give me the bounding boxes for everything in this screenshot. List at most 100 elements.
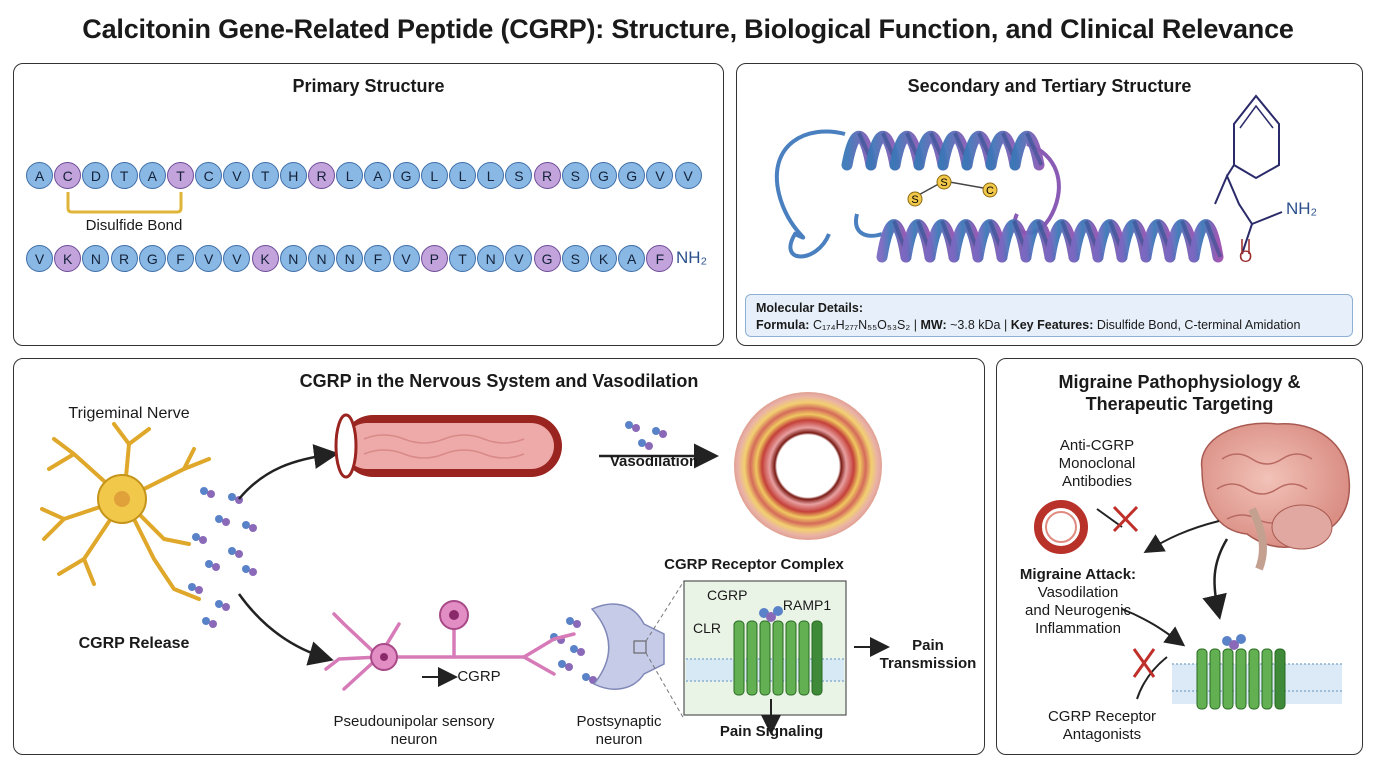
amino-acid-residue: R: [533, 162, 561, 189]
transmembrane-helix: [798, 620, 810, 696]
cgrp-molecule: [570, 645, 578, 653]
amino-acid-residue: N: [477, 245, 505, 272]
amino-acid-residue: G: [392, 162, 420, 189]
migraine-illustration: [1034, 422, 1351, 710]
amino-acid-residue: G: [138, 245, 166, 272]
cgrp-molecule: [577, 648, 585, 656]
amino-acid-residue: L: [420, 162, 448, 189]
cgrp-molecule: [558, 660, 566, 668]
disulfide-s2-label: S: [940, 177, 947, 189]
transmembrane-helix: [1248, 648, 1260, 710]
cgrp-molecule: [188, 583, 196, 591]
formula-value: C₁₇₄H₂₇₇N₅₅O₅₃S₂: [812, 318, 911, 332]
amino-acid-residue: A: [138, 162, 166, 189]
amino-acid-residue: G: [618, 162, 646, 189]
amino-acid-residue: V: [223, 245, 251, 272]
amino-acid-residue: V: [646, 162, 674, 189]
pain-transmission-line-1: Pain: [912, 637, 944, 654]
amino-acid-residue: F: [167, 245, 194, 272]
amino-acid-residue: R: [308, 162, 335, 189]
transmembrane-helix: [1235, 648, 1247, 710]
molecular-details-heading: Molecular Details:: [756, 301, 863, 315]
c-terminus-label: NH₂: [676, 248, 708, 267]
mw-value: ~3.8 kDa: [950, 318, 1001, 332]
cgrp-molecule: [205, 560, 213, 568]
receptor-antagonists-label: CGRP Receptor Antagonists: [1027, 708, 1177, 744]
disulfide-bond-bracket: [66, 192, 183, 214]
migraine-title: Migraine Pathophysiology & Therapeutic T…: [997, 371, 1362, 415]
transmembrane-helix: [785, 620, 797, 696]
amino-acid-residue: L: [449, 162, 476, 189]
pain-transmission-label: Pain Transmission: [878, 637, 978, 673]
transmembrane-helix: [1222, 648, 1234, 710]
vessel-ring-icon: [1034, 500, 1088, 554]
cgrp-molecule: [573, 620, 581, 628]
amino-acid-residue: S: [561, 162, 589, 189]
migraine-attack-line-3: and Neurogenic: [1025, 602, 1131, 619]
cgrp-molecule: [632, 424, 640, 432]
pseudounipolar-neuron-icon: [324, 612, 576, 691]
trigeminal-nerve-label: Trigeminal Nerve: [68, 405, 190, 422]
inhibit-antagonist-icon: [1132, 648, 1156, 678]
amino-acid-residue: V: [392, 245, 420, 272]
pseudounipolar-line-1: Pseudounipolar sensory: [333, 713, 495, 730]
anti-cgrp-label: Anti-CGRP Monoclonal Antibodies: [1037, 437, 1157, 491]
pseudounipolar-line-2: neuron: [390, 731, 438, 748]
amino-acid-residue: K: [54, 245, 82, 272]
amino-acid-residue: G: [590, 162, 617, 189]
cgrp-molecule: [582, 673, 590, 681]
cgrp-molecule: [222, 518, 230, 526]
cgrp-molecule: [192, 533, 200, 541]
migraine-title-line-2: Therapeutic Targeting: [1085, 394, 1274, 414]
antagonists-line-1: CGRP Receptor: [1047, 708, 1157, 725]
separator: |: [1003, 318, 1008, 332]
amino-acid-residue: H: [279, 162, 307, 189]
cgrp-molecule: [242, 521, 250, 529]
blood-vessel-icon: [334, 413, 562, 479]
transmembrane-helix: [1196, 648, 1208, 710]
nervous-system-title: CGRP in the Nervous System and Vasodilat…: [299, 371, 699, 391]
nh2-label: NH₂: [1286, 199, 1317, 218]
cgrp-molecule: [195, 586, 203, 594]
postsynaptic-line-2: neuron: [595, 731, 643, 748]
amino-acid-residue: F: [646, 245, 674, 272]
cgrp-molecule: [659, 430, 667, 438]
oxygen-label: O: [1239, 247, 1252, 266]
molecular-details-line: Formula: C₁₇₄H₂₇₇N₅₅O₅₃S₂ | MW: ~3.8 kDa…: [756, 317, 1342, 334]
nervous-system-panel: CGRP in the Nervous System and Vasodilat…: [13, 358, 985, 755]
amino-acid-residue: C: [54, 162, 82, 189]
brain-icon: [1200, 422, 1351, 571]
transmembrane-helix: [1261, 648, 1273, 710]
cgrp-molecule: [638, 439, 646, 447]
antagonists-line-2: Antagonists: [1062, 726, 1142, 743]
cgrp-molecule: [625, 421, 633, 429]
amino-acid-residue: N: [308, 245, 335, 272]
cgrp-molecule: [212, 563, 220, 571]
bound-cgrp-ligand: [766, 612, 776, 622]
cgrp-molecule: [565, 663, 573, 671]
helix-bottom: [876, 219, 1224, 263]
transmembrane-helix: [759, 620, 771, 696]
disulfide-c-label: C: [986, 185, 994, 197]
dilated-vessel-cross-section-icon: [734, 392, 882, 540]
amino-acid-residue: V: [26, 245, 53, 272]
postsynaptic-neuron-icon: [590, 603, 665, 690]
amino-acid-residue: K: [590, 245, 617, 272]
migraine-attack-line-1: Migraine Attack:: [1019, 566, 1137, 583]
amino-acid-residue: S: [505, 162, 533, 189]
cgrp-arrow-label: CGRP: [457, 668, 501, 685]
peptide-ribbon-diagram: S S C NH₂ O: [775, 94, 1317, 266]
cgrp-molecule: [215, 600, 223, 608]
postsynaptic-line-1: Postsynaptic: [576, 713, 662, 730]
key-features-value: Disulfide Bond, C-terminal Amidation: [1096, 318, 1301, 332]
amino-acid-residue: T: [251, 162, 279, 189]
cgrp-molecule: [228, 547, 236, 555]
amino-acid-residue: C: [195, 162, 223, 189]
postsynaptic-neuron-label: Postsynaptic neuron: [564, 713, 674, 749]
pain-signaling-label: Pain Signaling: [719, 723, 824, 740]
cgrp-molecule: [645, 442, 653, 450]
primary-structure-title: Primary Structure: [292, 76, 445, 96]
bound-cgrp-ligand: [1229, 640, 1239, 650]
cgrp-molecule: [235, 550, 243, 558]
cgrp-molecule: [228, 493, 236, 501]
